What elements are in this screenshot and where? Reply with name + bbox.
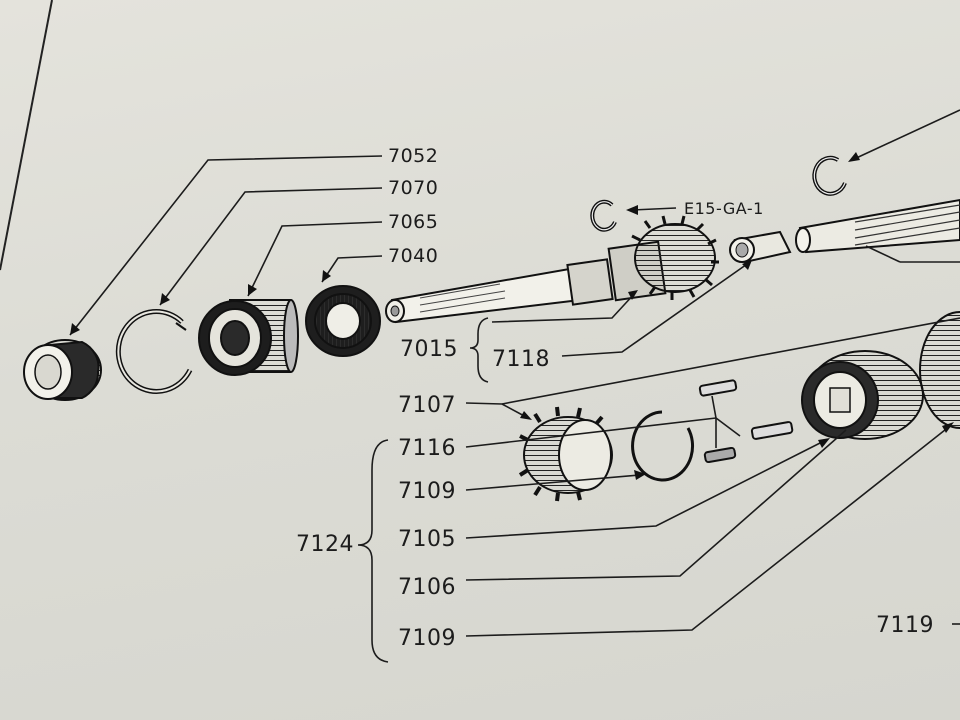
part-7052-bearing-cup: [23, 339, 102, 401]
callout-7106: 7106: [398, 575, 456, 600]
callout-7105: 7105: [398, 527, 456, 552]
part-E15-GA-1-clip: [590, 199, 617, 232]
callout-E15-GA-1: E15-GA-1: [684, 199, 764, 218]
part-mainshaft: [795, 198, 960, 254]
callout-7116: 7116: [398, 436, 456, 461]
part-7040-washer: [305, 285, 381, 357]
part-7015-main-drive-shaft: [385, 215, 719, 324]
callout-7065: 7065: [388, 211, 438, 233]
callout-7124: 7124: [296, 532, 354, 557]
part-7070-snap-ring: [115, 309, 193, 394]
callout-7119: 7119: [876, 613, 934, 638]
part-7109-spring: [631, 410, 695, 482]
callout-7040: 7040: [388, 245, 438, 267]
page-edge-line: [0, 0, 53, 271]
callout-7070: 7070: [388, 177, 438, 199]
callout-7118: 7118: [492, 347, 550, 372]
callout-7107: 7107: [398, 393, 456, 418]
brace-7015: [469, 317, 489, 383]
callout-7052: 7052: [388, 145, 438, 167]
part-7065-bearing: [198, 299, 299, 376]
part-7116-plates: [698, 379, 794, 464]
callout-7109-lower: 7109: [398, 626, 456, 651]
callout-7109-upper: 7109: [398, 479, 456, 504]
part-upper-clip: [812, 155, 847, 196]
part-right-gear: [919, 311, 960, 429]
part-7118-bushing: [729, 230, 792, 264]
callout-7015: 7015: [400, 337, 458, 362]
part-7107-blocking-ring: [518, 406, 613, 502]
brace-7124: [357, 439, 389, 663]
part-7105-hub: [801, 350, 924, 440]
leader-lines: [69, 109, 960, 637]
